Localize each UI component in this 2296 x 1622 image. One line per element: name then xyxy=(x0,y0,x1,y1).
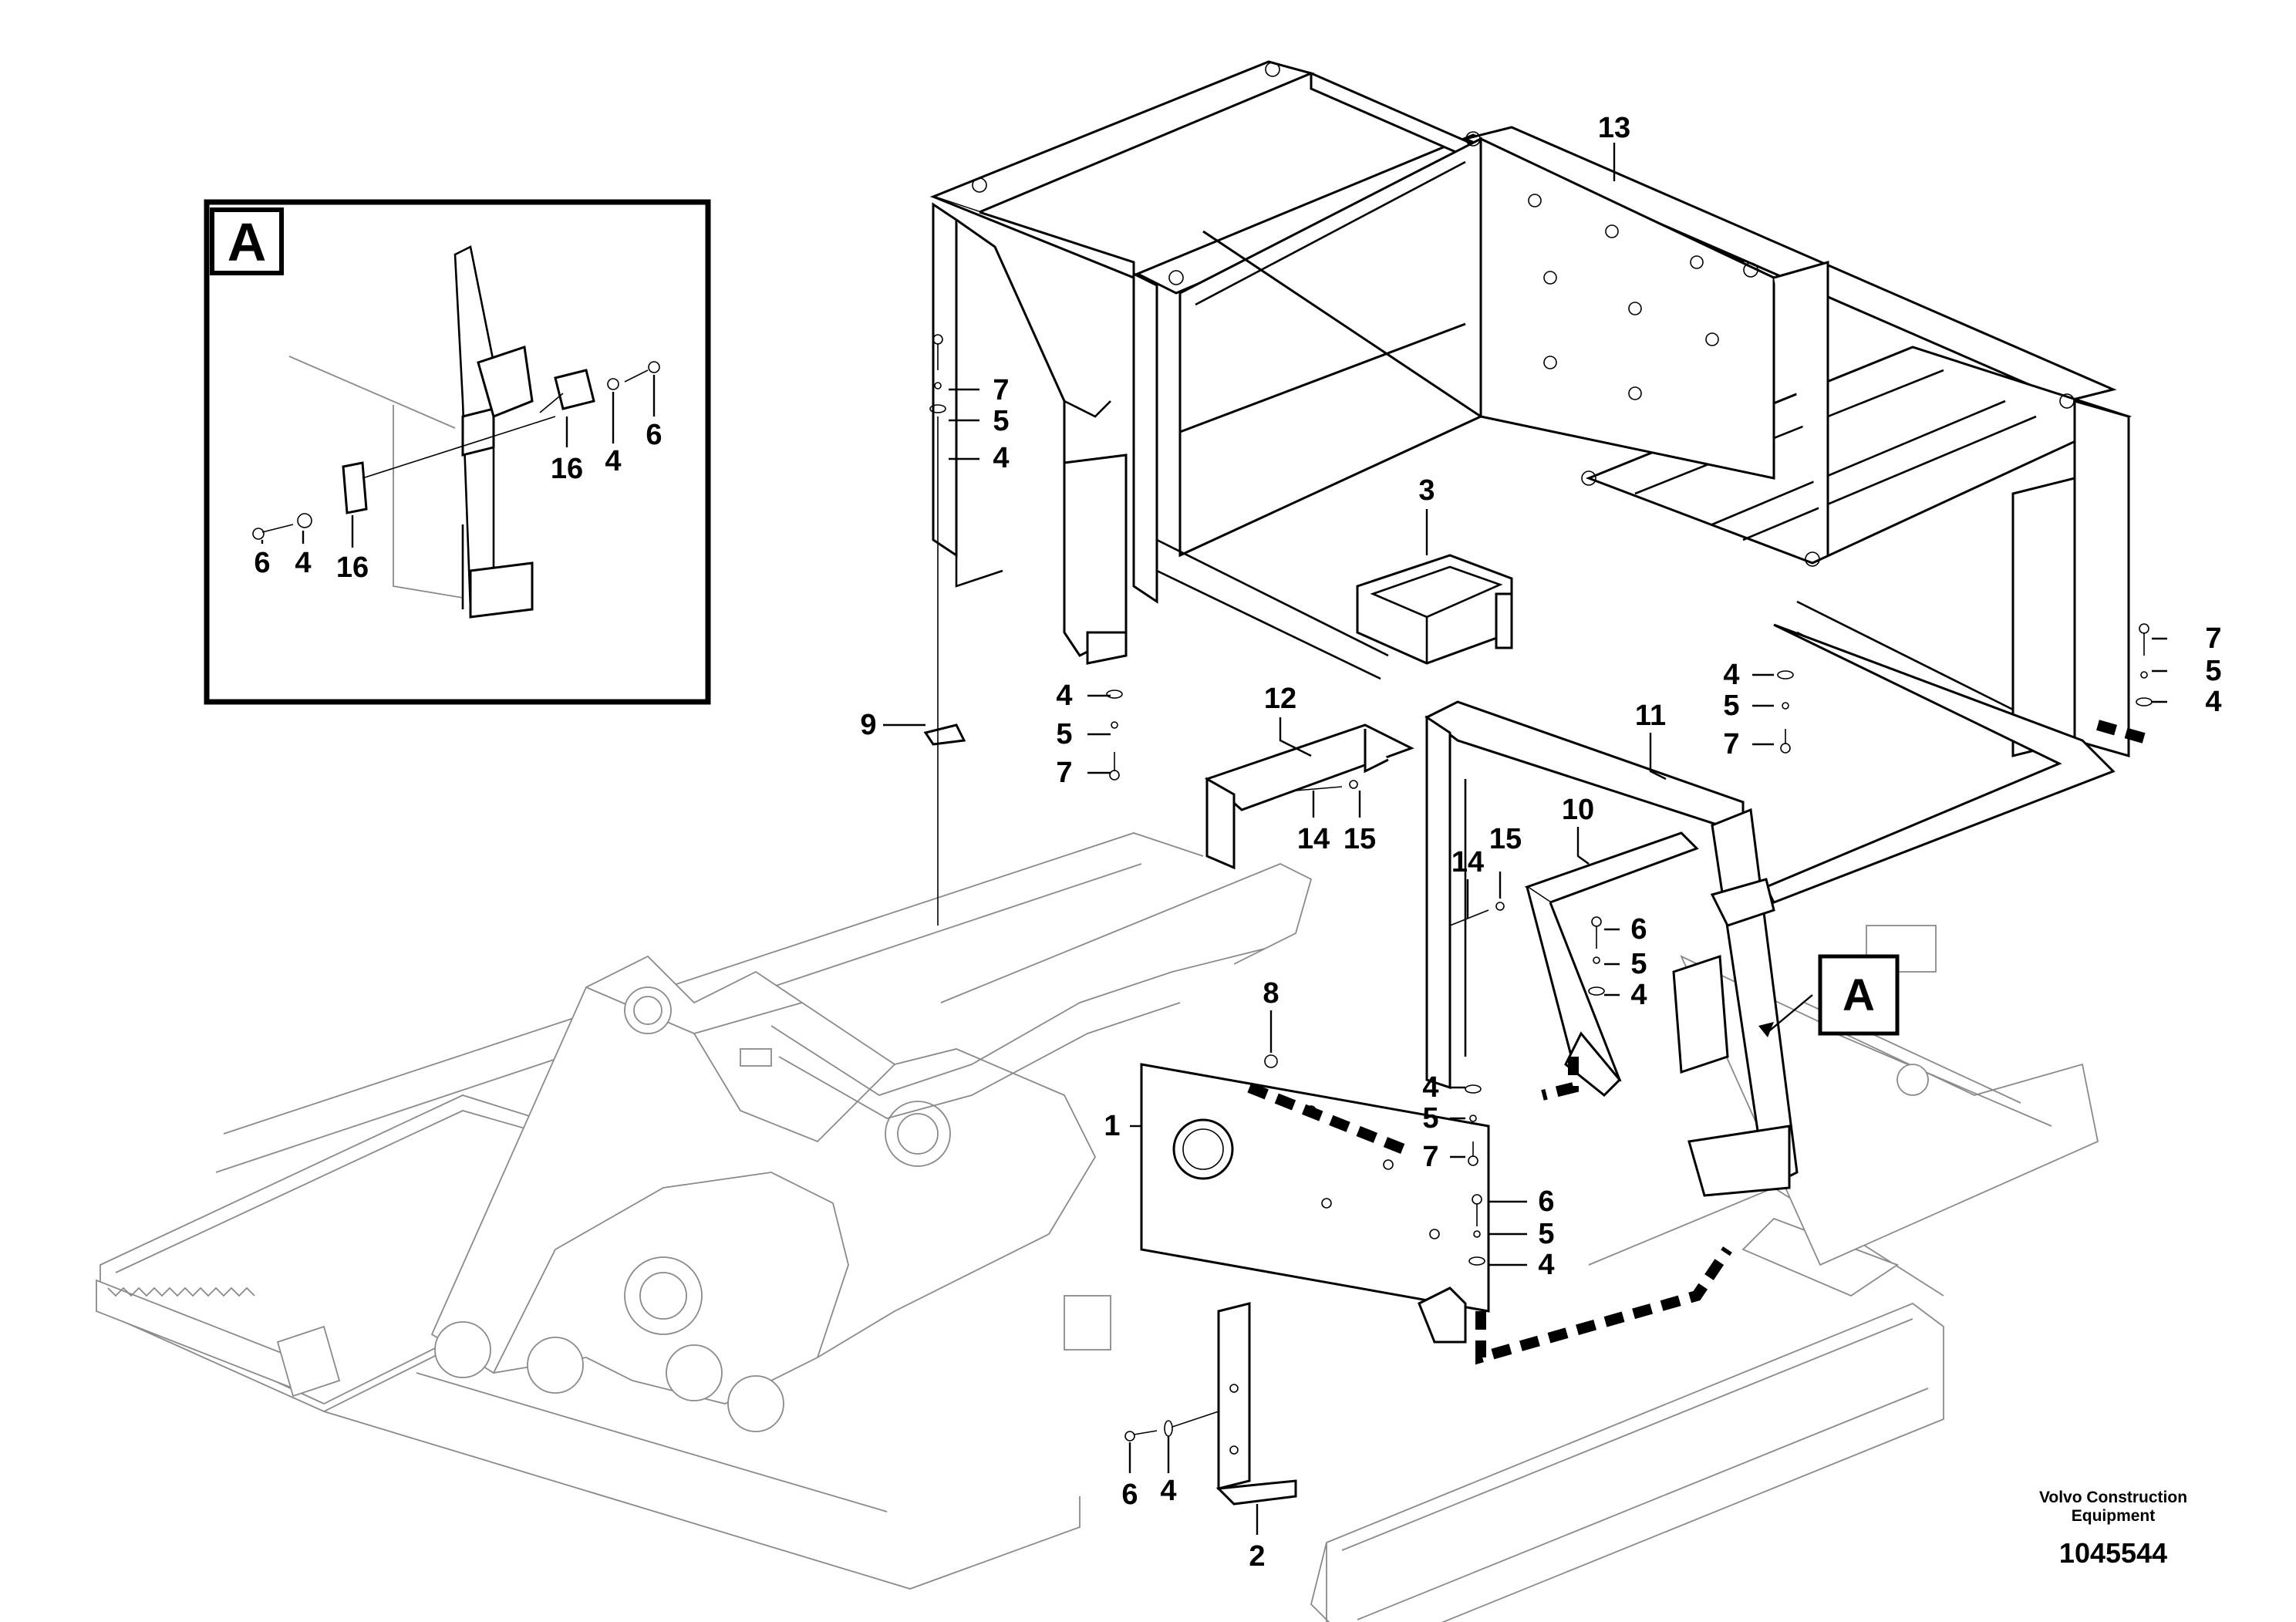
base-frame xyxy=(96,832,2099,1622)
part-12-bracket xyxy=(1205,723,1414,870)
inset-label-16-left: 16 xyxy=(336,551,369,584)
credit-block: Volvo Construction Equipment 1045544 xyxy=(2039,1489,2187,1569)
part-10-support xyxy=(1524,831,1699,1098)
label-14-upper: 14 xyxy=(1297,823,1330,855)
part-11-support xyxy=(1424,700,1799,1197)
label-4-tube: 4 xyxy=(1056,679,1072,712)
harness-dash-lines xyxy=(1247,720,2153,1365)
part-labels: 13 7 5 4 3 4 5 7 9 12 14 15 11 10 14 15 … xyxy=(254,112,2221,1573)
label-4-far-right: 4 xyxy=(2205,686,2221,718)
label-6-mid: 6 xyxy=(1630,913,1647,946)
label-11: 11 xyxy=(1635,700,1666,732)
inset-label-6-left: 6 xyxy=(254,547,270,579)
label-5-far-right: 5 xyxy=(2205,655,2221,687)
label-12: 12 xyxy=(1264,683,1296,715)
part-3-tray xyxy=(1356,554,1513,665)
fastener-stacks xyxy=(929,334,2153,1442)
label-6-lower-right: 6 xyxy=(1538,1185,1554,1218)
label-8: 8 xyxy=(1263,977,1279,1010)
label-7-far-right: 7 xyxy=(2205,622,2221,655)
label-7-lower-mid: 7 xyxy=(1422,1141,1438,1173)
label-7-upper-left: 7 xyxy=(993,374,1009,406)
label-1: 1 xyxy=(1104,1110,1120,1142)
credit-line-1: Volvo Construction xyxy=(2039,1489,2187,1506)
label-4-lower-right: 4 xyxy=(1538,1249,1554,1281)
label-2: 2 xyxy=(1249,1540,1265,1573)
label-5-lower-right: 5 xyxy=(1538,1218,1554,1250)
inset-label-6-right: 6 xyxy=(646,419,662,451)
document-number: 1045544 xyxy=(2059,1537,2167,1569)
label-6-bottom: 6 xyxy=(1121,1479,1138,1511)
label-5-upper-left: 5 xyxy=(993,405,1009,437)
detail-callout: A xyxy=(1758,954,1900,1037)
label-4-mid: 4 xyxy=(1630,979,1647,1011)
inset-letter: A xyxy=(228,212,267,272)
credit-line-2: Equipment xyxy=(2072,1507,2156,1525)
label-3: 3 xyxy=(1418,474,1435,507)
cab-frame xyxy=(929,60,2132,904)
label-4-lower-mid: 4 xyxy=(1422,1071,1438,1104)
label-7-right: 7 xyxy=(1723,728,1739,760)
label-13: 13 xyxy=(1598,112,1630,144)
label-15-upper: 15 xyxy=(1344,823,1376,855)
inset-label-4-left: 4 xyxy=(295,547,311,579)
label-5-right: 5 xyxy=(1723,690,1739,722)
label-5-mid: 5 xyxy=(1630,948,1647,980)
label-15-lower: 15 xyxy=(1489,823,1522,855)
label-4-right: 4 xyxy=(1723,659,1739,691)
inset-label-16-right: 16 xyxy=(551,453,583,485)
detail-inset: A xyxy=(204,199,711,705)
leader-lines xyxy=(883,143,2167,1535)
part-9-clip xyxy=(923,723,966,746)
label-7-tube: 7 xyxy=(1056,757,1072,789)
part-1-plate xyxy=(1140,1063,1490,1344)
inset-label-4-right: 4 xyxy=(605,445,621,477)
label-9: 9 xyxy=(860,709,876,741)
part-2-bracket xyxy=(1215,1302,1297,1506)
label-4-bottom: 4 xyxy=(1160,1475,1176,1507)
label-14-lower: 14 xyxy=(1451,846,1484,878)
callout-letter: A xyxy=(1843,970,1875,1020)
label-5-lower-mid: 5 xyxy=(1422,1102,1438,1135)
label-4-upper-left: 4 xyxy=(993,442,1009,474)
label-10: 10 xyxy=(1562,794,1594,826)
label-5-tube: 5 xyxy=(1056,718,1072,750)
